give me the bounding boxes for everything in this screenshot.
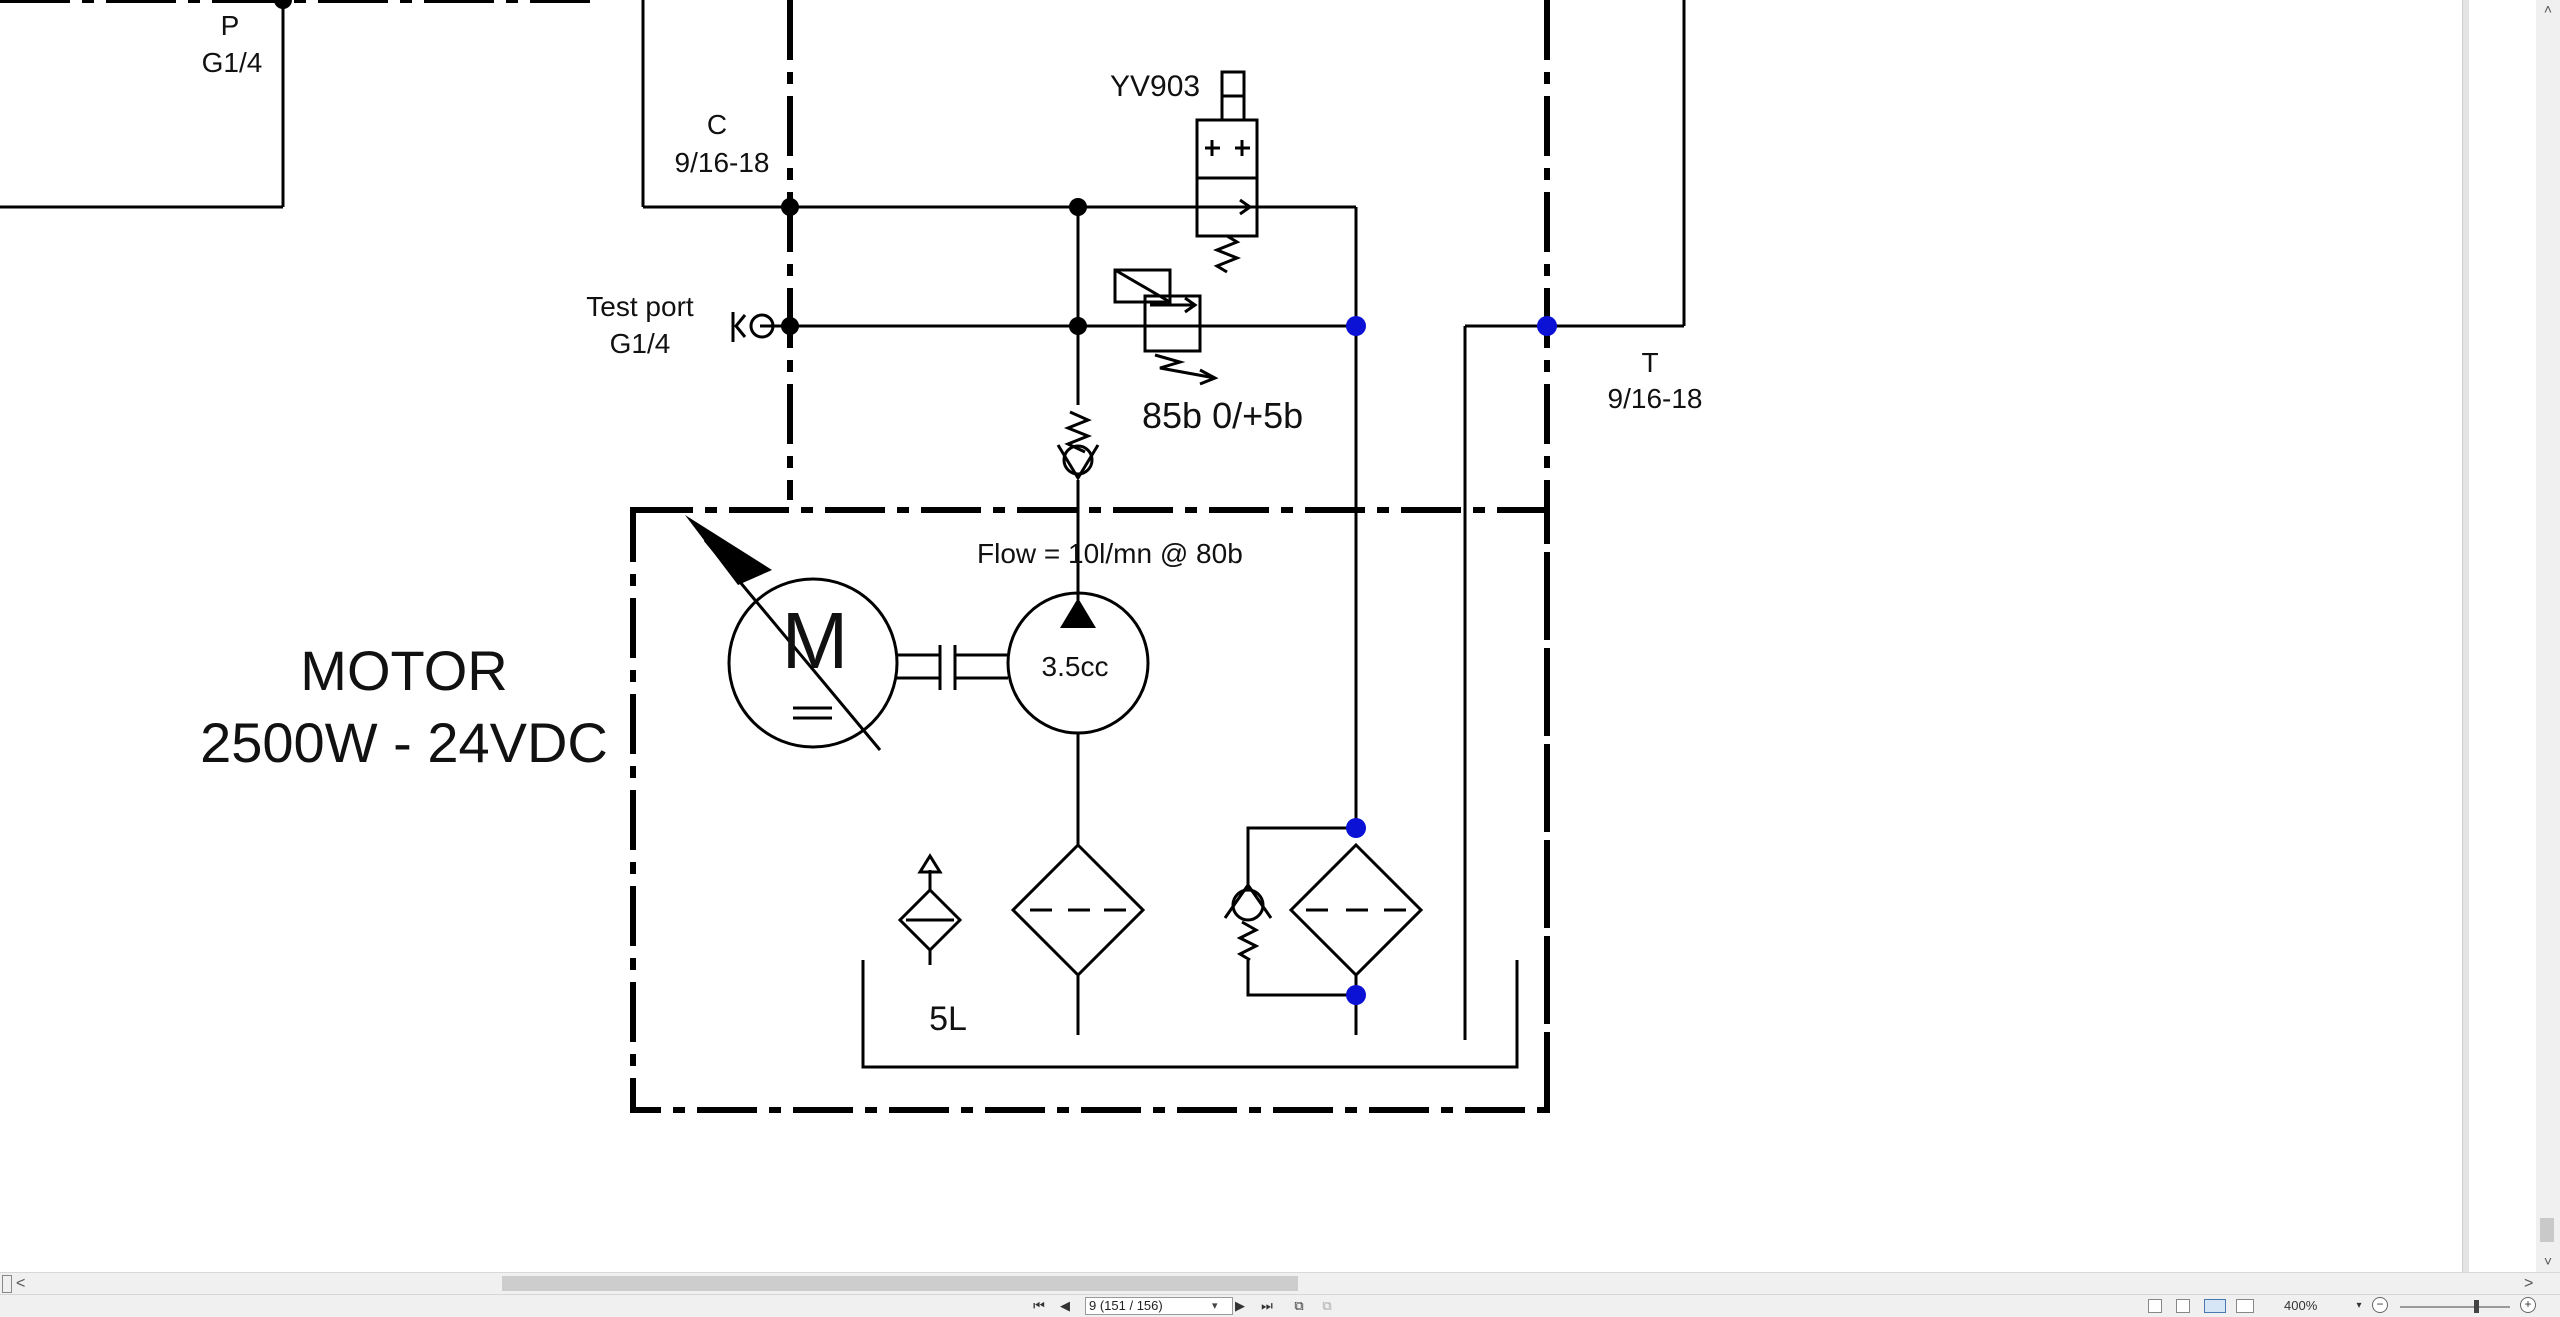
test-port-thread-label: G1/4	[610, 328, 671, 359]
next-page-icon[interactable]: ▶	[1235, 1298, 1245, 1313]
t-port-thread-label: 9/16-18	[1608, 383, 1703, 414]
scroll-right-button[interactable]: >	[2524, 1275, 2534, 1292]
tank-volume-label: 5L	[929, 1000, 967, 1038]
zoom-in-button[interactable]: +	[2520, 1297, 2536, 1313]
flow-label: Flow = 10l/mn @ 80b	[977, 538, 1243, 569]
p-port-label: P	[221, 10, 240, 41]
zoom-dropdown-icon[interactable]: ▾	[2356, 1300, 2362, 1311]
motor-spec-label: 2500W - 24VDC	[200, 711, 608, 774]
c-port-thread-label: 9/16-18	[675, 147, 770, 178]
continuous-view-icon[interactable]	[2176, 1299, 2190, 1313]
p-port-thread-label: G1/4	[202, 47, 263, 78]
single-page-view-icon[interactable]	[2148, 1299, 2162, 1313]
scroll-down-button[interactable]: ˅	[2543, 1253, 2553, 1269]
status-bar: ⏮ ◀ ▾ ▶ ⏭ ⧉ ⧉ 400% ▾ − +	[0, 1294, 2560, 1317]
valve-id-label: YV903	[1110, 70, 1200, 103]
page-edge	[2462, 0, 2469, 1272]
t-port-label: T	[1641, 347, 1658, 378]
zoom-level[interactable]: 400%	[2284, 1298, 2318, 1313]
page-number-field[interactable]	[1085, 1297, 1233, 1315]
vertical-scrollbar-track[interactable]	[2536, 0, 2560, 1272]
motor-title-label: MOTOR	[300, 639, 507, 702]
horizontal-scrollbar[interactable]: < >	[0, 1272, 2560, 1295]
document-viewport[interactable]: P G1/4 C 9/16-18 YV903 Test port G1/4 85…	[0, 0, 2462, 1272]
vertical-scrollbar-thumb[interactable]	[2540, 1218, 2554, 1242]
book-view-icon[interactable]	[2236, 1299, 2254, 1313]
motor-letter: M	[782, 596, 849, 685]
zoom-slider-track[interactable]	[2400, 1306, 2510, 1308]
last-page-icon[interactable]: ⏭	[1261, 1298, 1273, 1313]
copy-page-icon[interactable]: ⧉	[1294, 1298, 1304, 1313]
c-port-label: C	[707, 109, 727, 140]
paste-page-icon: ⧉	[1322, 1298, 1332, 1313]
horizontal-scrollbar-thumb[interactable]	[502, 1276, 1298, 1291]
hydraulic-schematic: P G1/4 C 9/16-18 YV903 Test port G1/4 85…	[0, 0, 1703, 1113]
page-dropdown-icon[interactable]: ▾	[1212, 1300, 1218, 1312]
scroll-left-button[interactable]: <	[16, 1275, 26, 1292]
two-page-view-icon[interactable]	[2204, 1299, 2226, 1313]
zoom-slider-thumb[interactable]	[2474, 1300, 2479, 1313]
panel-toggle-icon[interactable]	[2, 1275, 12, 1293]
scroll-up-button[interactable]: ˄	[2543, 1, 2553, 17]
test-port-label: Test port	[586, 291, 694, 322]
first-page-icon[interactable]: ⏮	[1033, 1298, 1045, 1313]
pump-displacement-label: 3.5cc	[1042, 651, 1109, 682]
relief-setting-label: 85b 0/+5b	[1142, 395, 1303, 436]
previous-page-icon[interactable]: ◀	[1060, 1298, 1070, 1313]
zoom-out-button[interactable]: −	[2372, 1297, 2388, 1313]
